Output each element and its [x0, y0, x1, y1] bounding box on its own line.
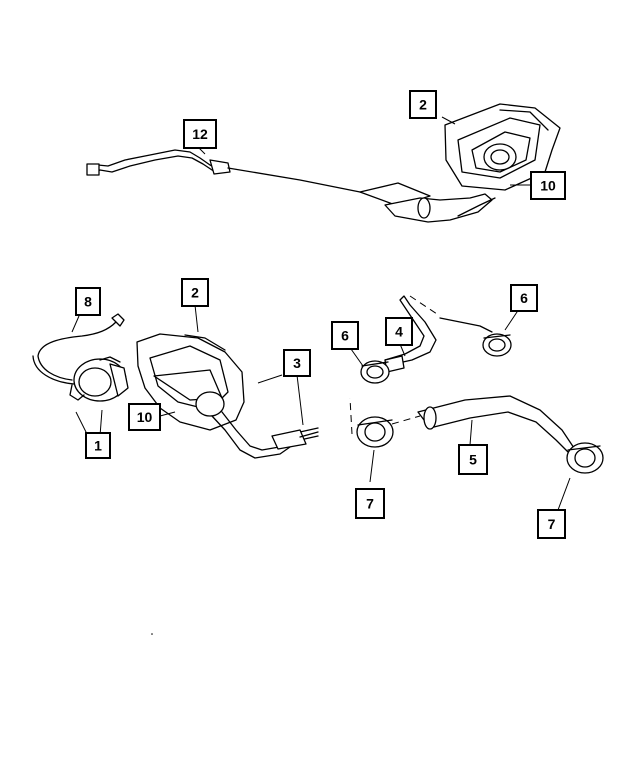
svg-text:12: 12	[192, 126, 208, 142]
callout-10-bottom: 10	[128, 403, 161, 431]
callout-8: 8	[75, 287, 101, 316]
clamp-6-left	[360, 360, 390, 384]
callout-10-top: 10	[530, 171, 566, 200]
svg-text:8: 8	[84, 294, 92, 310]
top-assembly	[86, 103, 561, 223]
callout-6-right: 6	[510, 284, 538, 312]
filler-hose-5	[417, 395, 575, 455]
svg-text:7: 7	[366, 496, 374, 512]
callout-7-left: 7	[355, 488, 385, 519]
callout-12: 12	[183, 119, 217, 149]
clamp-7-right	[566, 442, 604, 474]
callout-7-right: 7	[537, 509, 566, 539]
fuel-cap-1	[69, 356, 129, 402]
svg-text:6: 6	[520, 290, 528, 306]
svg-text:10: 10	[540, 178, 556, 194]
clamp-6-right	[482, 333, 512, 357]
filler-housing-2-bottom	[136, 333, 245, 431]
callout-6-left: 6	[331, 321, 359, 350]
svg-text:1: 1	[94, 438, 102, 454]
wire-harness-12	[86, 149, 406, 203]
bottom-assembly	[32, 295, 604, 474]
svg-text:6: 6	[341, 328, 349, 344]
callout-4: 4	[385, 317, 413, 346]
filler-tube-3	[211, 411, 319, 459]
svg-text:5: 5	[469, 452, 477, 468]
clamp-7-left	[356, 416, 394, 448]
svg-text:3: 3	[293, 355, 301, 371]
svg-text:7: 7	[548, 516, 556, 532]
filler-housing-2-top	[444, 103, 561, 191]
filler-tube-10-top	[359, 182, 496, 223]
callout-3: 3	[283, 349, 311, 377]
svg-text:10: 10	[137, 409, 153, 425]
callout-2-top: 2	[409, 90, 437, 119]
svg-text:2: 2	[191, 285, 199, 301]
callout-5: 5	[458, 444, 488, 475]
cap-tether-8	[32, 313, 125, 385]
callout-1: 1	[85, 432, 111, 459]
svg-text:2: 2	[419, 97, 427, 113]
callout-2-bottom: 2	[181, 278, 209, 307]
stray-dot	[151, 633, 153, 635]
svg-text:4: 4	[395, 324, 403, 340]
